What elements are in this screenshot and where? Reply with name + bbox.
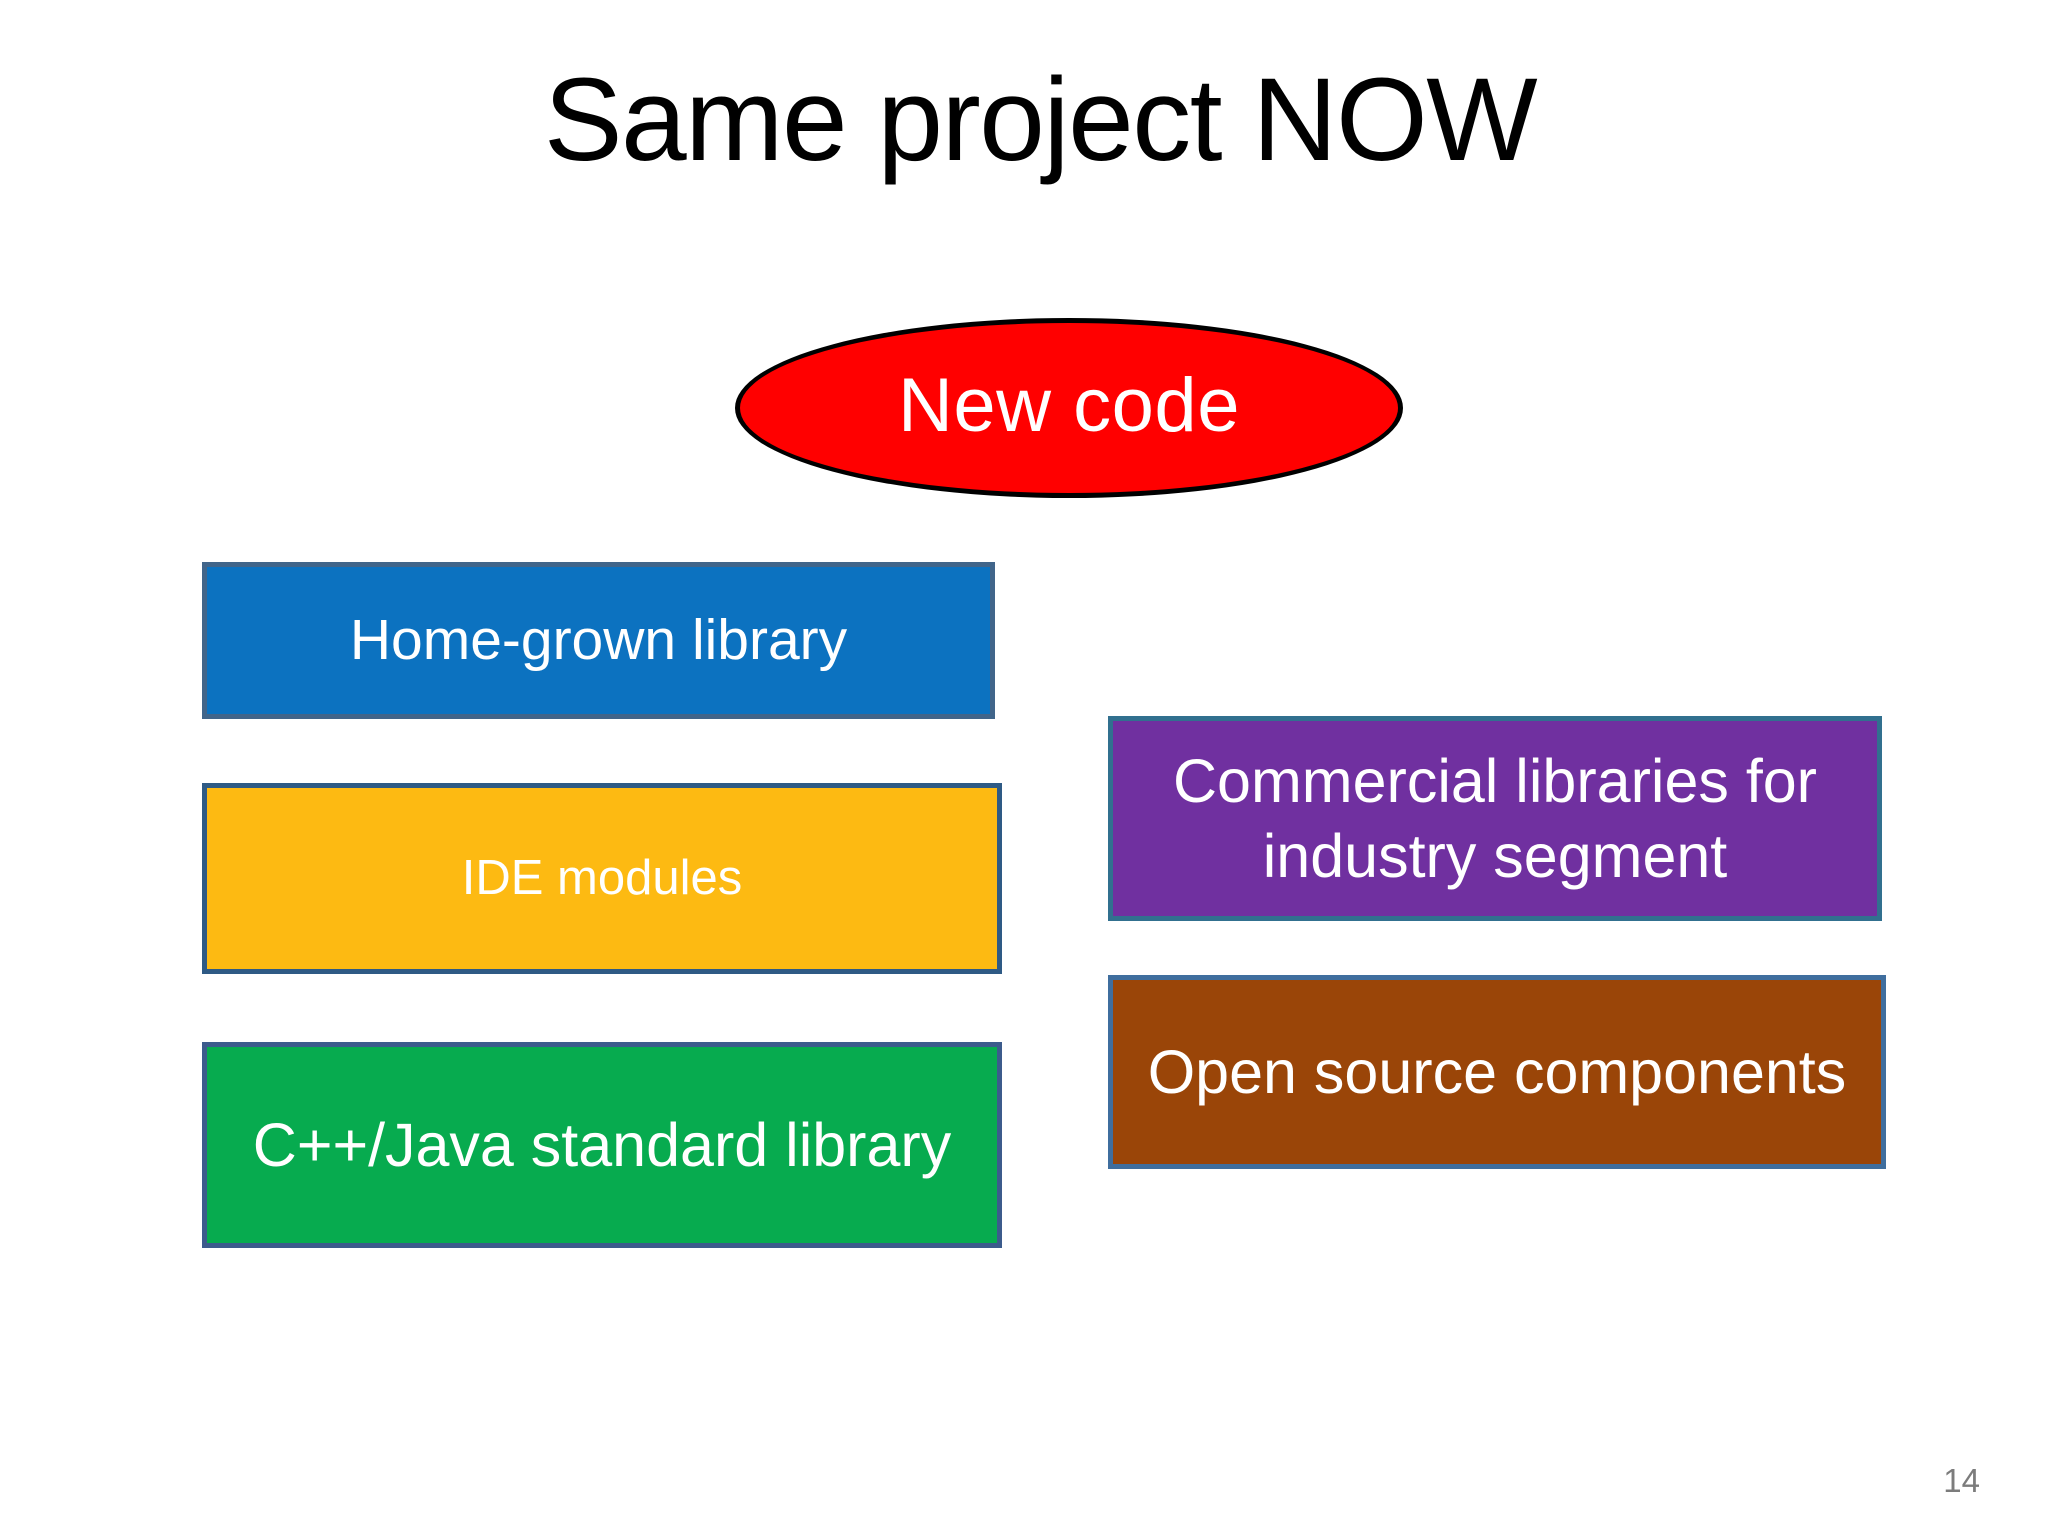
- new-code-callout[interactable]: New code: [735, 318, 1403, 498]
- page-number: 14: [1943, 1462, 1980, 1499]
- box-cpp-java-standard-library[interactable]: C++/Java standard library: [202, 1042, 1002, 1248]
- box-open-source-components[interactable]: Open source components: [1108, 975, 1886, 1169]
- box-open-source-components-label: Open source components: [1147, 1037, 1847, 1106]
- new-code-label: New code: [898, 363, 1240, 448]
- box-commercial-libraries-label: Commercial libraries for industry segmen…: [1172, 747, 1817, 890]
- box-home-grown-library-label: Home-grown library: [349, 607, 848, 672]
- page-title: Same project NOW: [543, 54, 1538, 186]
- box-commercial-libraries[interactable]: Commercial libraries for industry segmen…: [1108, 716, 1882, 921]
- ellipse-shape: New code: [735, 318, 1403, 498]
- box-ide-modules-label: IDE modules: [461, 850, 743, 905]
- box-cpp-java-standard-library-label: C++/Java standard library: [252, 1110, 952, 1179]
- box-ide-modules[interactable]: IDE modules: [202, 783, 1002, 974]
- box-home-grown-library[interactable]: Home-grown library: [202, 562, 995, 719]
